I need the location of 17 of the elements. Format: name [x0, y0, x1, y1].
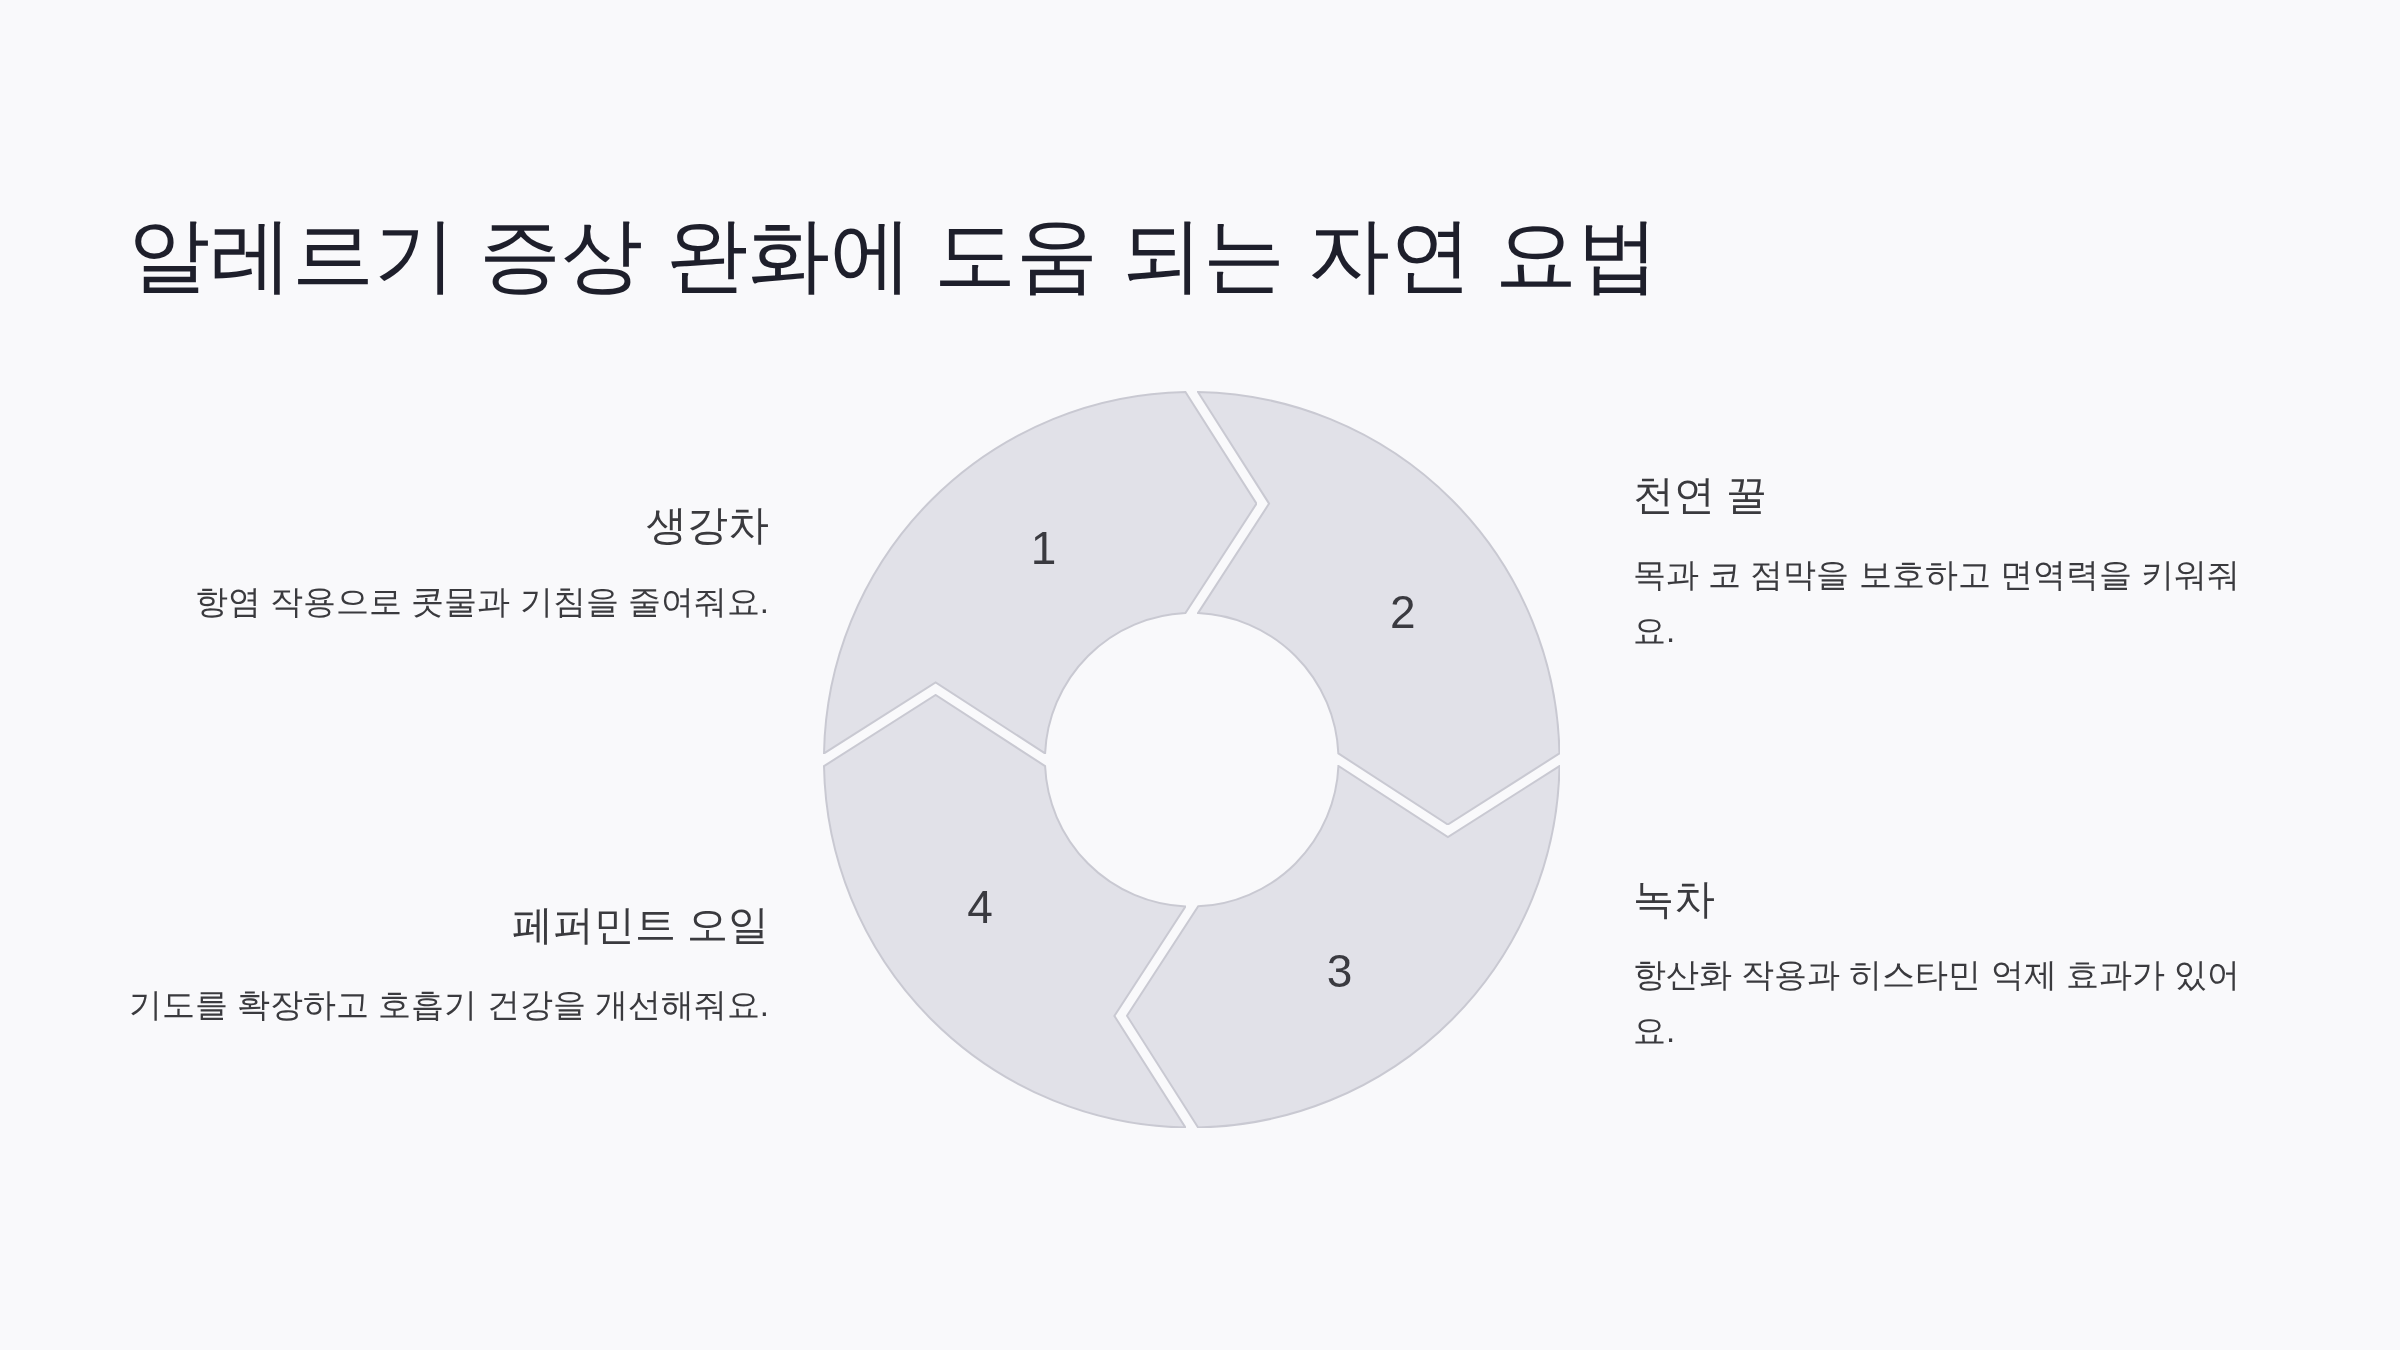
- step-number: 2: [1390, 588, 1416, 635]
- step-number: 3: [1326, 947, 1353, 994]
- ring-arrow-segment: [1197, 390, 1561, 826]
- step-description: 항염 작용으로 콧물과 기침을 줄여줘요.: [195, 582, 769, 622]
- step-heading: 녹차: [1633, 875, 1715, 924]
- step-heading: 생강차: [646, 501, 769, 550]
- step-number: 4: [967, 884, 993, 931]
- step-heading: 천연 꿀: [1633, 471, 1768, 520]
- step-number: 1: [1030, 525, 1057, 572]
- step-description: 목과 코 점막을 보호하고 면역력을 키워줘요.: [1633, 555, 2241, 651]
- ring-arrow-segment: [822, 693, 1186, 1129]
- step-heading: 페퍼민트 오일: [511, 901, 769, 950]
- ring-arrow-segment: [1125, 765, 1561, 1129]
- step-description: 항산화 작용과 히스타민 억제 효과가 있어요.: [1633, 955, 2241, 1051]
- title: 알레르기 증상 완화에 도움 되는 자연 요법: [128, 208, 1659, 302]
- ring-arrow-segment: [822, 390, 1258, 754]
- step-description: 기도를 확장하고 호흡기 건강을 개선해줘요.: [129, 985, 769, 1025]
